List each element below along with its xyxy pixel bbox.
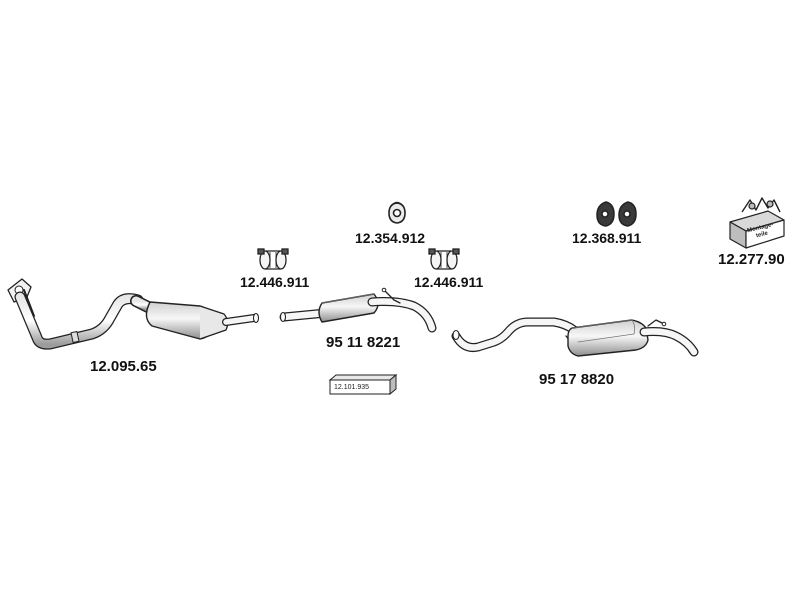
mounting-kit-part-number: 12.277.90 bbox=[718, 251, 785, 268]
mounting-parts-box-icon[interactable] bbox=[729, 197, 785, 249]
pipe-clamp-left-icon[interactable] bbox=[257, 248, 289, 270]
front-pipe-part-number: 12.095.65 bbox=[90, 358, 157, 375]
mount-double-part-number: 12.368.911 bbox=[572, 230, 642, 246]
part-tag-number: 12.101.935 bbox=[334, 384, 370, 391]
rear-silencer-part-number: 95 17 8820 bbox=[539, 371, 615, 388]
front-pipe-with-catalyst-icon[interactable] bbox=[7, 278, 260, 350]
clamp-left-part-number: 12.446.911 bbox=[240, 274, 310, 290]
rubber-mount-icon[interactable] bbox=[388, 201, 406, 224]
part-tag-icon[interactable] bbox=[328, 373, 398, 396]
pipe-clamp-right-icon[interactable] bbox=[428, 248, 460, 270]
mount-single-part-number: 12.354.912 bbox=[355, 230, 426, 246]
middle-silencer-icon[interactable] bbox=[279, 287, 437, 333]
rear-silencer-icon[interactable] bbox=[451, 317, 699, 357]
middle-silencer-part-number: 95 11 8221 bbox=[326, 334, 401, 351]
rubber-mount-pair-icon[interactable] bbox=[596, 201, 637, 227]
clamp-right-part-number: 12.446.911 bbox=[414, 274, 484, 290]
